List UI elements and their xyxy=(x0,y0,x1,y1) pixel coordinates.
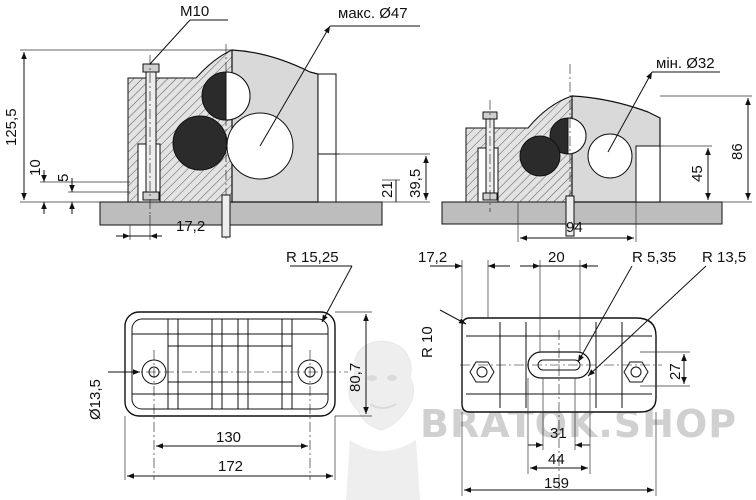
dim-159: 159 xyxy=(544,475,569,492)
label-hole-13-5: Ø13,5 xyxy=(87,379,104,420)
dim-94: 94 xyxy=(566,219,583,236)
dim-21: 21 xyxy=(379,181,396,198)
label-r5-35: R 5,35 xyxy=(632,249,676,266)
side-view-small: мін. Ø32 86 45 94 xyxy=(441,55,752,242)
dim-17-2-top: 17,2 xyxy=(418,249,447,266)
pipe-left xyxy=(172,115,228,171)
dim-39-5: 39,5 xyxy=(407,169,424,198)
base-plate xyxy=(99,201,383,226)
dim-31: 31 xyxy=(550,425,567,442)
dim-130: 130 xyxy=(216,429,241,446)
top-view-large: R 15,25 Ø13,5 80,7 130 172 xyxy=(87,249,372,480)
dim-height-86: 86 xyxy=(729,143,746,160)
dim-172: 172 xyxy=(218,458,243,475)
pipe-left-small xyxy=(519,135,561,177)
dim-20: 20 xyxy=(548,249,565,266)
side-view-large: M10 макс. Ø47 125,5 10 5 21 39,5 17,2 xyxy=(3,3,430,240)
label-max-diameter: макс. Ø47 xyxy=(338,5,408,22)
nut-top xyxy=(142,63,160,73)
dim-17-2-side: 17,2 xyxy=(176,218,205,235)
pipe-large-small xyxy=(587,133,633,179)
nut-bottom xyxy=(142,191,160,201)
bolt xyxy=(145,69,157,201)
dim-45: 45 xyxy=(689,165,706,182)
side-flange xyxy=(317,73,337,203)
dim-80-7: 80,7 xyxy=(347,363,364,392)
dim-5: 5 xyxy=(55,174,72,182)
side-flange-small xyxy=(635,145,661,203)
label-r15-25: R 15,25 xyxy=(286,249,339,266)
dim-44: 44 xyxy=(548,451,565,468)
dim-height-125-5: 125,5 xyxy=(3,108,20,146)
dim-10: 10 xyxy=(27,159,44,176)
anchor-bolt xyxy=(221,194,231,238)
label-r10: R 10 xyxy=(419,326,436,358)
label-m10: M10 xyxy=(180,3,209,20)
label-r13-5: R 13,5 xyxy=(702,249,746,266)
top-view-small: 17,2 20 R 5,35 R 13,5 R 10 27 31 44 159 xyxy=(418,249,746,496)
label-min-diameter: мін. Ø32 xyxy=(656,55,715,72)
dim-27: 27 xyxy=(667,363,684,380)
